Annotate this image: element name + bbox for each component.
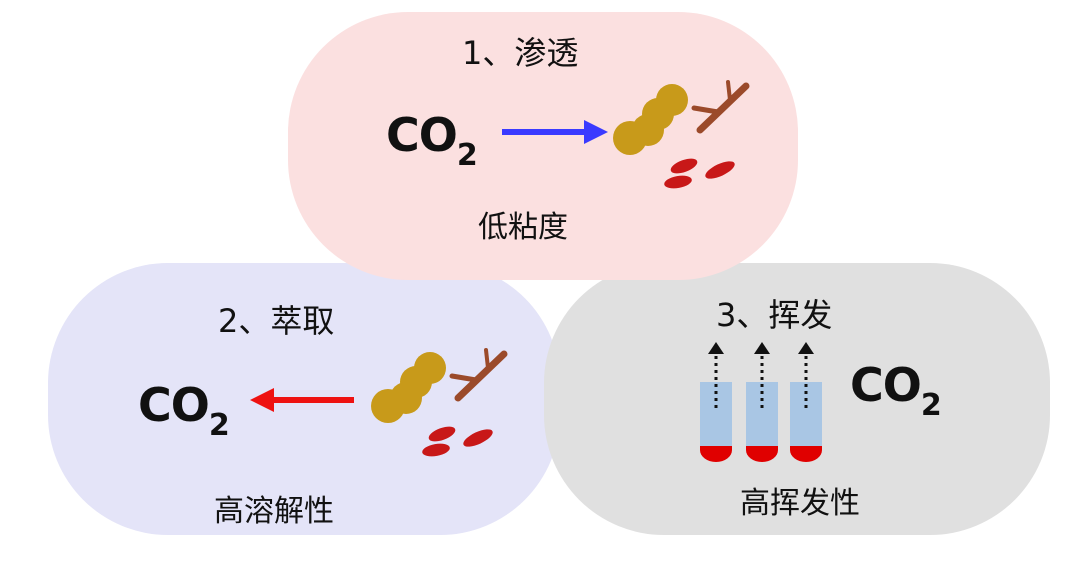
co2-label-top: CO2 [386, 108, 478, 173]
permeation-panel [288, 12, 798, 280]
stick-icon [691, 80, 750, 134]
petal-icon [422, 426, 493, 457]
co2-text: CO [386, 108, 458, 162]
volatilization-title: 3、挥发 [716, 296, 833, 334]
co2-subscript: 2 [920, 388, 942, 423]
seed-cluster-icon [371, 352, 446, 423]
tube-icon [746, 342, 778, 462]
blue-arrow-icon [502, 120, 608, 144]
petal-icon [664, 158, 735, 189]
co2-subscript: 2 [456, 138, 478, 173]
plant-material-icon [371, 348, 508, 457]
stick-icon [449, 348, 508, 402]
vial-tubes-icon [700, 342, 822, 462]
co2-label-right: CO2 [850, 358, 942, 423]
tube-icon [700, 342, 732, 462]
tube-icon [790, 342, 822, 462]
plant-material-icon [613, 80, 750, 189]
permeation-title: 1、渗透 [462, 34, 579, 72]
red-arrow-icon [250, 388, 354, 412]
co2-subscript: 2 [208, 408, 230, 443]
low-viscosity-label: 低粘度 [478, 210, 568, 245]
co2-text: CO [138, 378, 210, 432]
extraction-title: 2、萃取 [218, 302, 335, 340]
high-solubility-label: 高溶解性 [214, 494, 334, 529]
co2-text: CO [850, 358, 922, 412]
co2-label-left: CO2 [138, 378, 230, 443]
high-volatility-label: 高挥发性 [740, 486, 860, 521]
seed-cluster-icon [613, 84, 688, 155]
